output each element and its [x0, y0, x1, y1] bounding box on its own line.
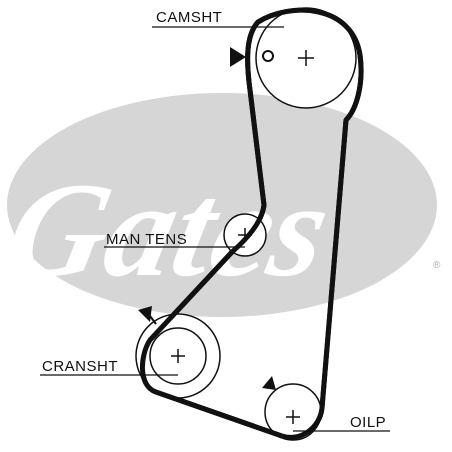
label-tensioner-text: MAN TENS [106, 231, 187, 248]
label-camshaft: CAMSHT [152, 9, 284, 28]
label-camshaft-text: CAMSHT [156, 9, 222, 26]
plus-icon [286, 410, 300, 424]
label-oil-pump: OILP [293, 414, 390, 432]
label-tensioner: MAN TENS [104, 231, 245, 248]
cam-triangle-marker-icon [230, 47, 246, 67]
crank-inner-circle [149, 327, 207, 385]
oil-pump-pulley [262, 376, 322, 441]
label-crankshaft: CRANSHT [40, 358, 178, 376]
plus-icon [171, 349, 185, 363]
crank-triangle-marker-icon [138, 306, 152, 322]
oil-triangle-marker-icon [262, 376, 276, 390]
registered-mark: ® [433, 260, 441, 271]
logo-brand-text: Gates [0, 154, 342, 304]
cam-timing-hole-circle-icon [262, 50, 274, 62]
label-crankshaft-text: CRANSHT [42, 358, 118, 375]
crank-mark-line [149, 315, 157, 325]
label-oil-pump-text: OILP [350, 414, 386, 431]
gates-logo-watermark: Gates ® [0, 93, 441, 317]
logo-ellipse [7, 93, 437, 317]
plus-icon [298, 50, 314, 66]
belt-overlay [139, 7, 364, 440]
